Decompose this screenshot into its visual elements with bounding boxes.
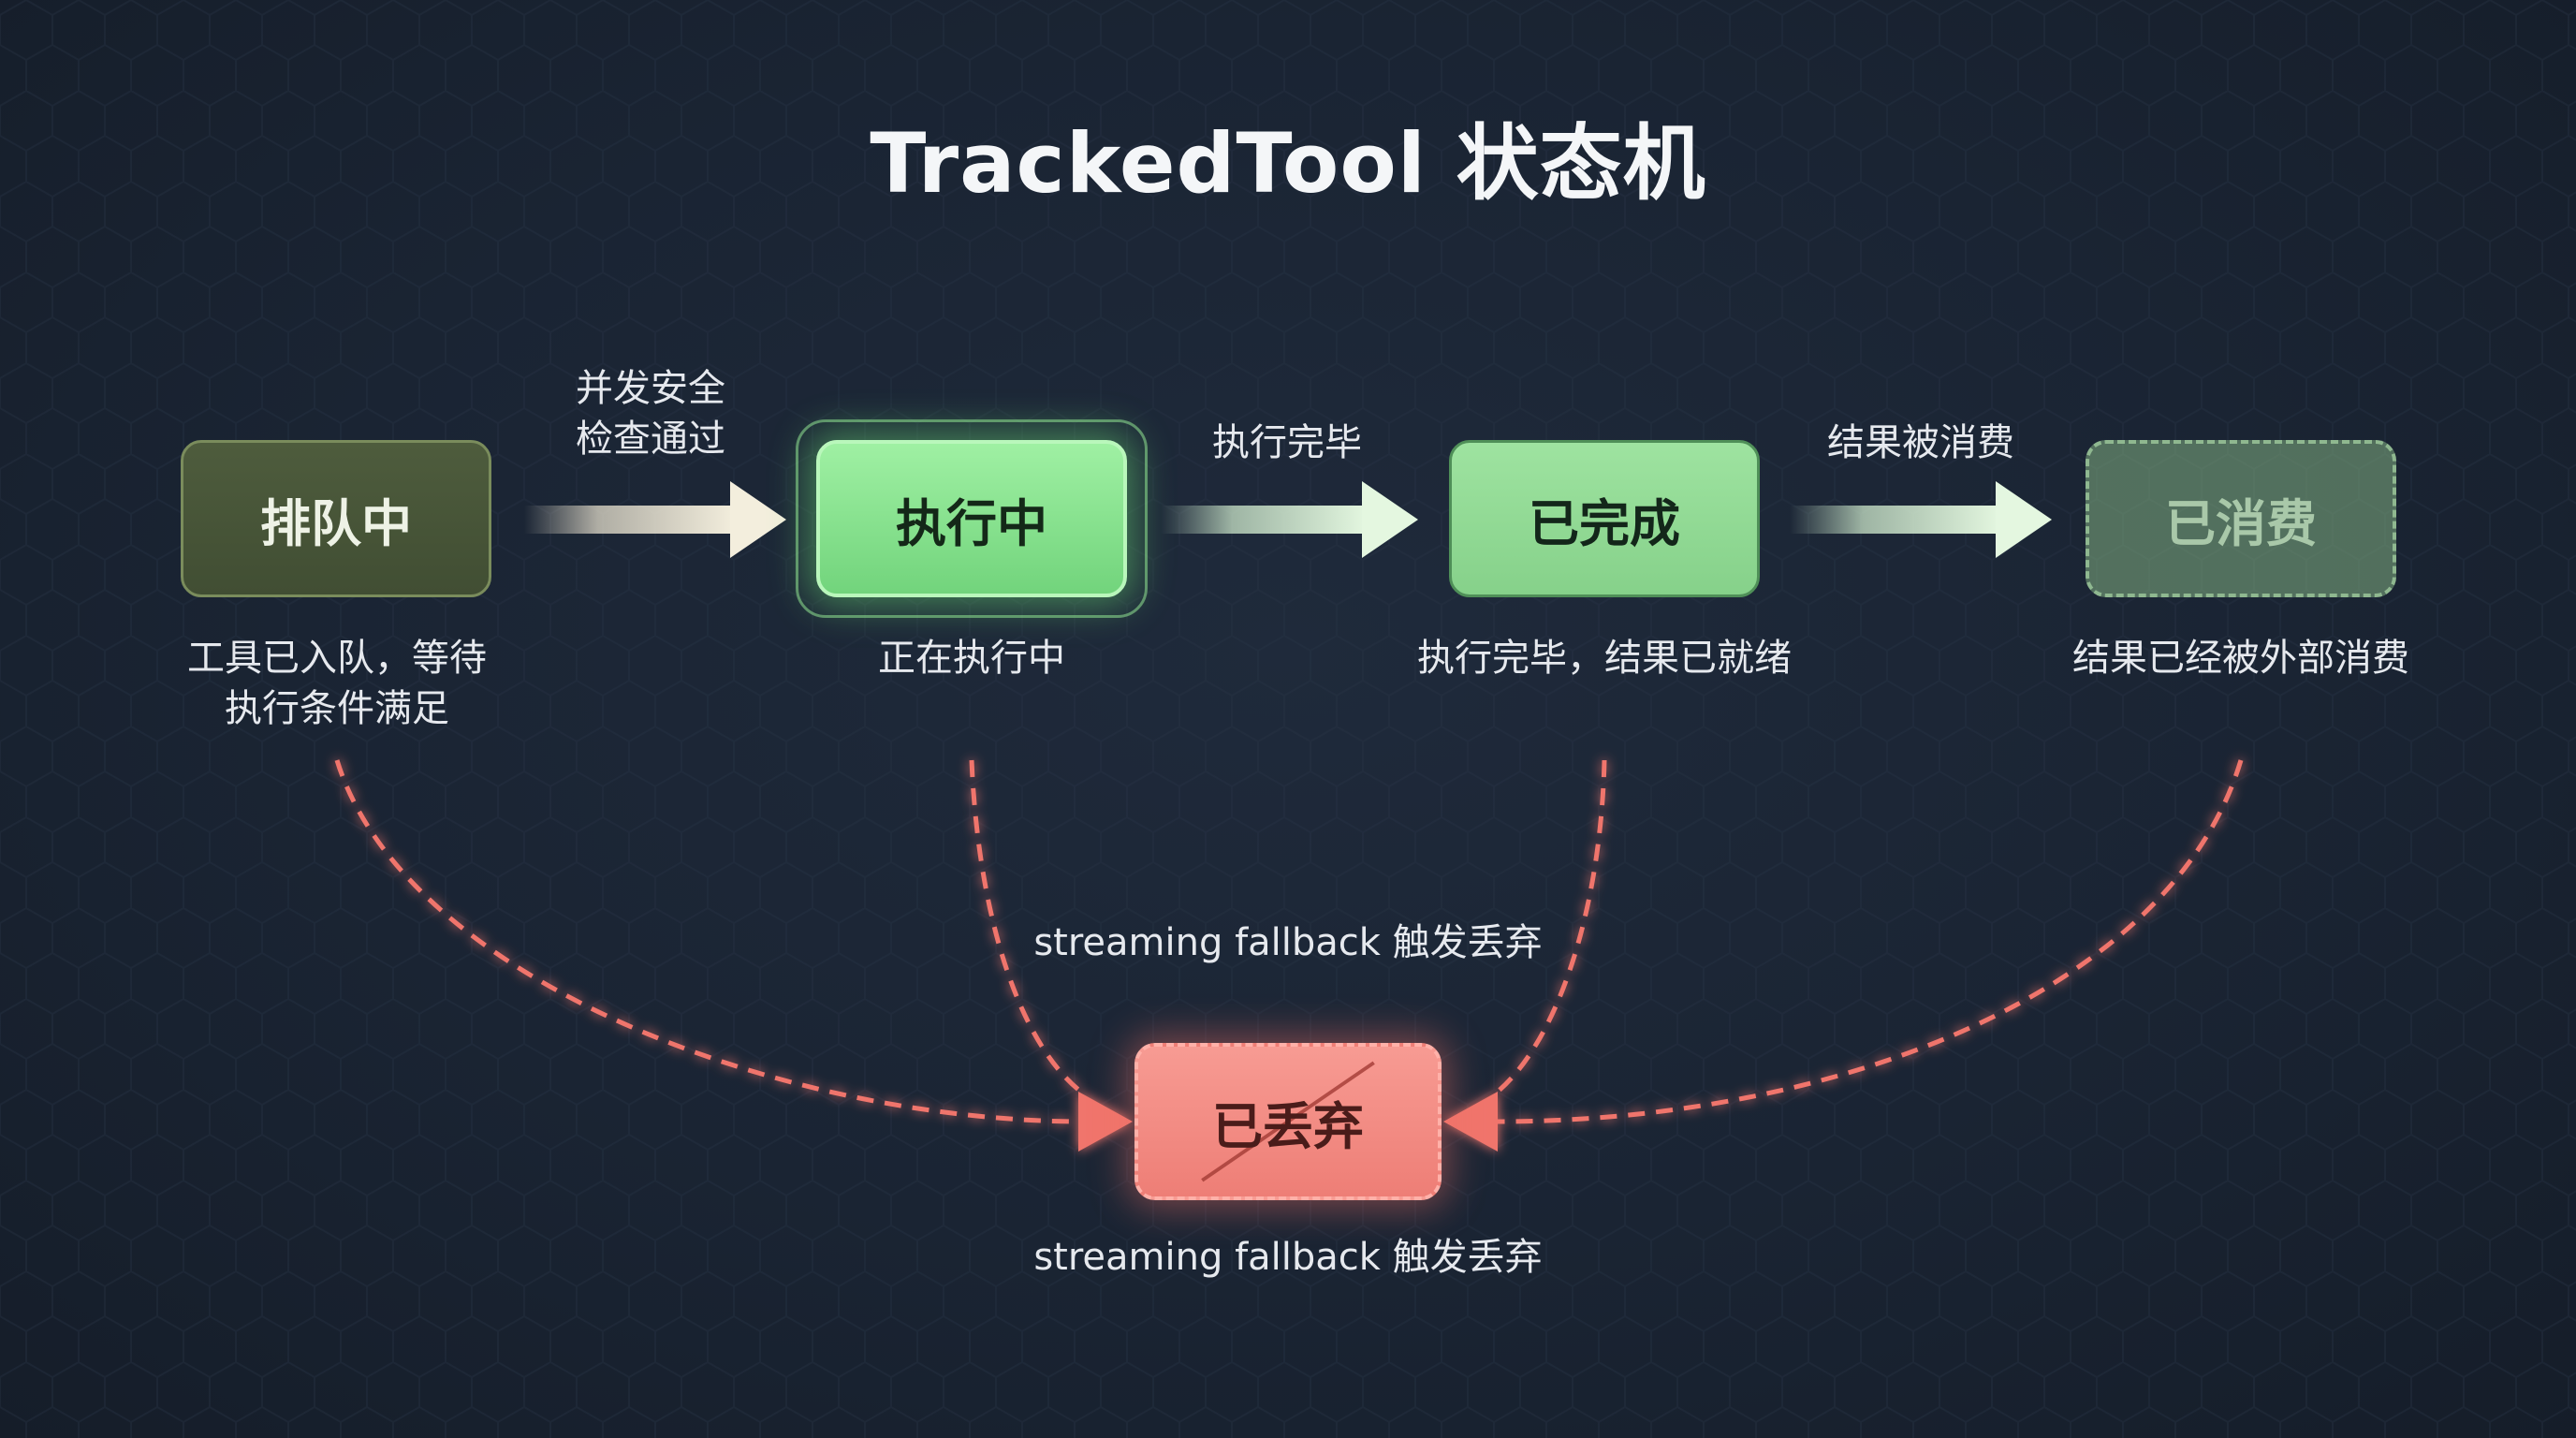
state-discarded-label: 已丢弃 <box>1212 1096 1364 1156</box>
label-to-discarded: streaming fallback 触发丢弃 <box>1033 921 1543 964</box>
state-running: 执行中 <box>816 440 1127 597</box>
arrowhead-right-discarded <box>1443 1092 1498 1152</box>
strike-through-line <box>1201 1061 1375 1182</box>
edge-done-to-discarded <box>1491 759 1607 1097</box>
desc-running: 正在执行中 <box>878 637 1065 680</box>
state-running-highlight-ring <box>796 419 1148 618</box>
arrow-running-to-done <box>1161 481 1418 558</box>
diagram-title: TrackedTool 状态机 <box>870 115 1706 212</box>
label-done-to-consumed: 结果被消费 <box>1827 421 2014 464</box>
desc-queued-line2: 执行条件满足 <box>225 687 449 730</box>
state-consumed-label: 已消费 <box>2165 493 2317 553</box>
label-queued-to-running-line2: 检查通过 <box>576 418 725 461</box>
state-queued-label: 排队中 <box>260 493 412 553</box>
state-queued: 排队中 <box>181 440 491 597</box>
desc-discarded: streaming fallback 触发丢弃 <box>1033 1236 1543 1279</box>
edge-consumed-to-discarded <box>1497 759 2244 1124</box>
state-done-label: 已完成 <box>1529 493 1680 553</box>
desc-queued-line1: 工具已入队，等待 <box>187 637 487 680</box>
arrow-done-to-consumed <box>1790 481 2052 558</box>
label-running-to-done: 执行完毕 <box>1212 421 1362 464</box>
edge-running-to-discarded <box>969 759 1088 1098</box>
state-running-label: 执行中 <box>896 493 1047 553</box>
label-queued-to-running-line1: 并发安全 <box>576 367 725 410</box>
desc-queued: 工具已入队，等待 执行条件满足 <box>150 633 524 734</box>
desc-consumed: 结果已经被外部消费 <box>2072 637 2409 680</box>
arrow-queued-to-running <box>524 481 786 558</box>
desc-done: 执行完毕，结果已就绪 <box>1417 637 1792 680</box>
edge-queued-to-discarded <box>334 759 1077 1124</box>
state-consumed: 已消费 <box>2086 440 2396 597</box>
state-done: 已完成 <box>1449 440 1760 597</box>
label-queued-to-running: 并发安全 检查通过 <box>524 363 777 464</box>
state-discarded: 已丢弃 <box>1134 1043 1442 1200</box>
arrowhead-left-discarded <box>1078 1092 1133 1152</box>
